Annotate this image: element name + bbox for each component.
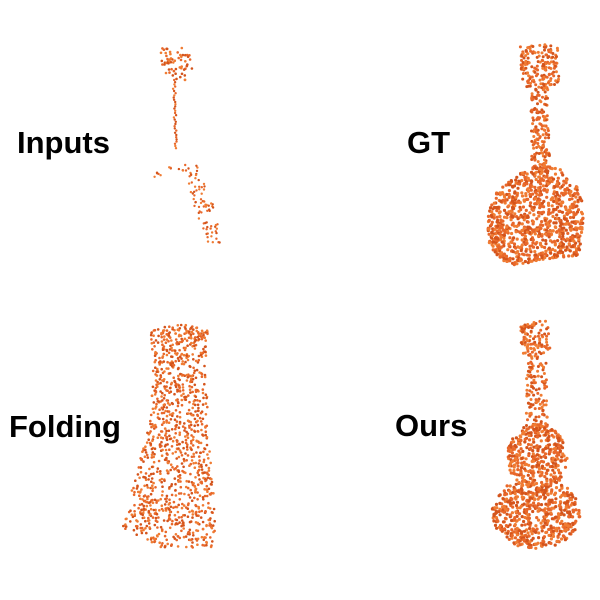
point-cloud-gt — [486, 43, 585, 267]
panel-label-folding: Folding — [9, 409, 121, 444]
panel-label-inputs: Inputs — [17, 125, 110, 160]
point-cloud-ours — [490, 319, 582, 550]
point-cloud-folding — [122, 323, 216, 549]
panel-label-ours: Ours — [395, 408, 468, 443]
panel-label-gt: GT — [407, 125, 451, 160]
point-cloud-inputs — [153, 46, 221, 244]
